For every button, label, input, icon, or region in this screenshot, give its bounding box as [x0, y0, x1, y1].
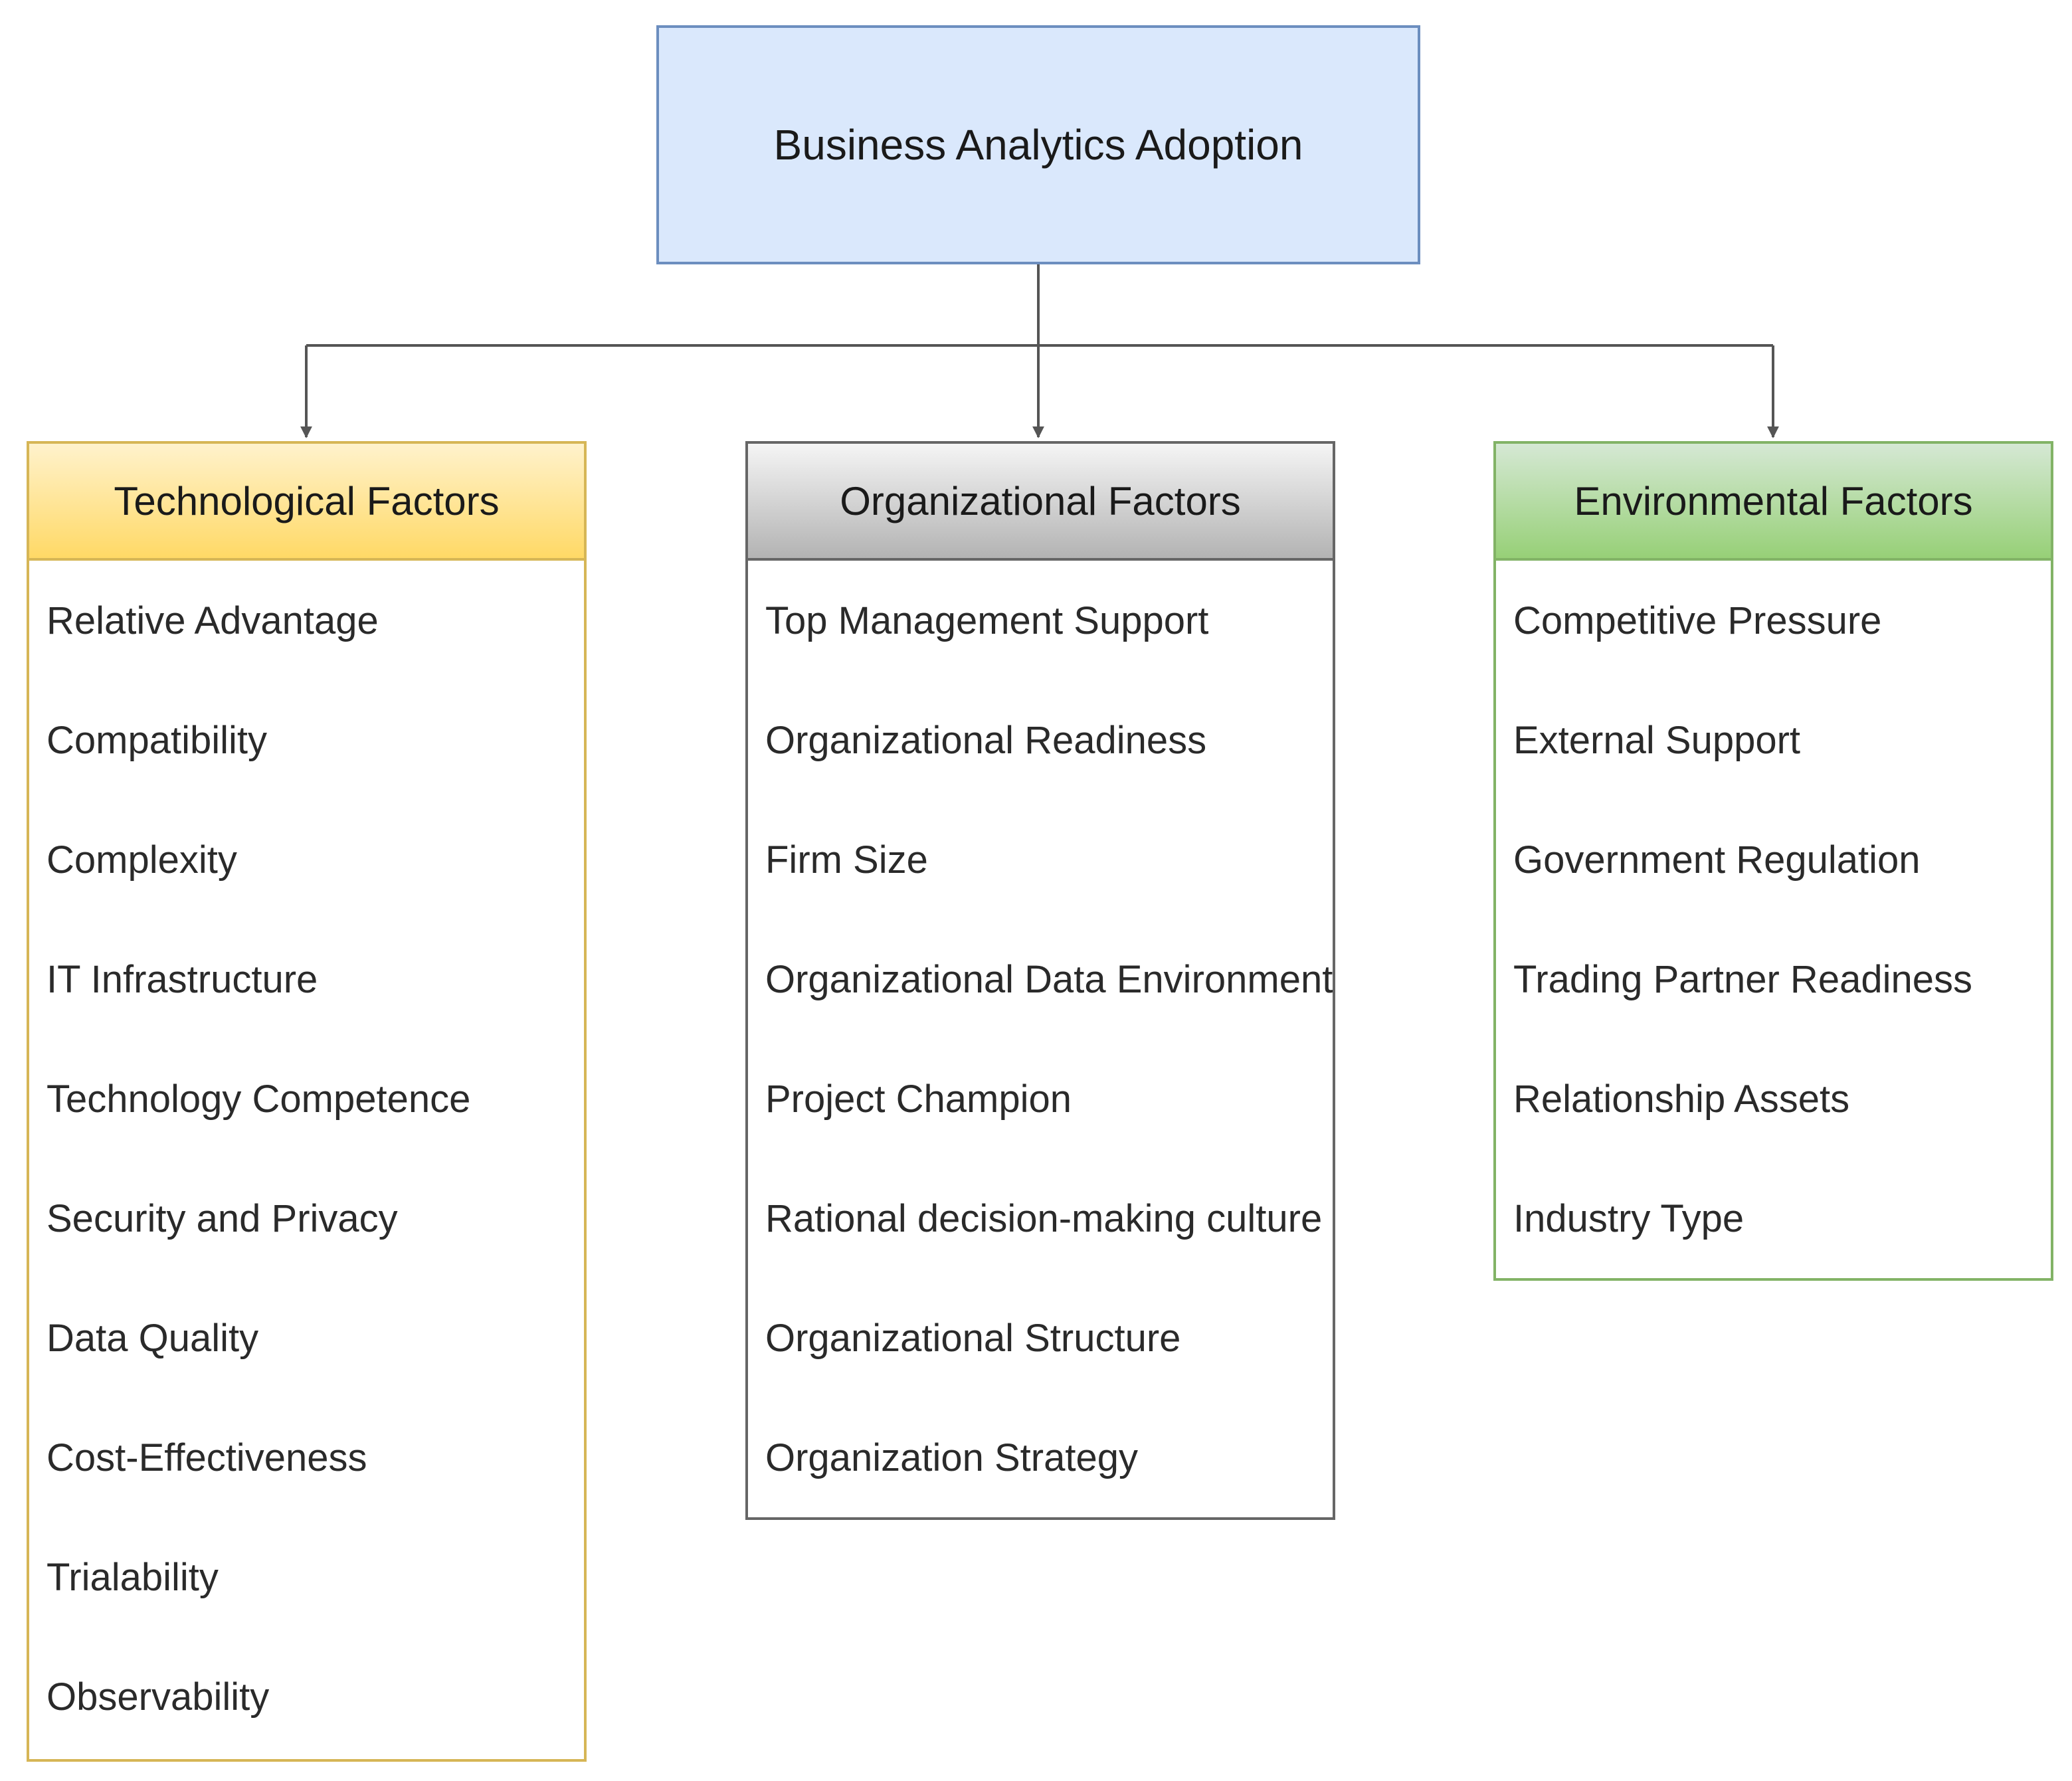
- factor-item: Security and Privacy: [47, 1196, 398, 1240]
- organizational-factors-panel: Organizational Factors Top Management Su…: [745, 441, 1335, 1520]
- factor-item: Technology Competence: [47, 1077, 471, 1121]
- root-node: Business Analytics Adoption: [656, 25, 1420, 264]
- factor-item: Relative Advantage: [47, 599, 379, 642]
- technological-factors-panel: Technological Factors Relative Advantage…: [27, 441, 587, 1762]
- factor-item: Organizational Readiness: [765, 718, 1207, 762]
- factor-item: External Support: [1513, 718, 1801, 762]
- factor-item: Data Quality: [47, 1316, 259, 1360]
- factor-item: Organization Strategy: [765, 1436, 1138, 1479]
- factor-item: Trading Partner Readiness: [1513, 957, 1972, 1001]
- factor-item: IT Infrastructure: [47, 957, 318, 1001]
- organizational-factors-title: Organizational Factors: [840, 478, 1241, 523]
- environmental-factors-list: Competitive Pressure External Support Go…: [1496, 561, 2051, 1278]
- factor-item: Industry Type: [1513, 1196, 1744, 1240]
- factor-item: Compatibility: [47, 718, 267, 762]
- environmental-factors-title: Environmental Factors: [1574, 478, 1973, 523]
- factor-item: Firm Size: [765, 838, 928, 882]
- organizational-factors-list: Top Management Support Organizational Re…: [748, 561, 1333, 1517]
- root-node-label: Business Analytics Adoption: [773, 121, 1303, 169]
- factor-item: Observability: [47, 1675, 270, 1719]
- environmental-factors-header: Environmental Factors: [1496, 444, 2051, 561]
- factor-item: Government Regulation: [1513, 838, 1921, 882]
- factor-item: Complexity: [47, 838, 237, 882]
- factor-item: Project Champion: [765, 1077, 1072, 1121]
- factor-item: Cost-Effectiveness: [47, 1436, 367, 1479]
- factor-item: Competitive Pressure: [1513, 599, 1882, 642]
- factor-item: Top Management Support: [765, 599, 1209, 642]
- factor-item: Organizational Data Environment: [765, 957, 1333, 1001]
- organizational-factors-header: Organizational Factors: [748, 444, 1333, 561]
- environmental-factors-panel: Environmental Factors Competitive Pressu…: [1493, 441, 2053, 1281]
- technological-factors-list: Relative Advantage Compatibility Complex…: [29, 561, 584, 1756]
- factor-item: Trialability: [47, 1555, 219, 1599]
- technological-factors-title: Technological Factors: [114, 478, 500, 523]
- factor-item: Relationship Assets: [1513, 1077, 1850, 1121]
- factor-item: Organizational Structure: [765, 1316, 1181, 1360]
- technological-factors-header: Technological Factors: [29, 444, 584, 561]
- factor-item: Rational decision-making culture: [765, 1196, 1323, 1240]
